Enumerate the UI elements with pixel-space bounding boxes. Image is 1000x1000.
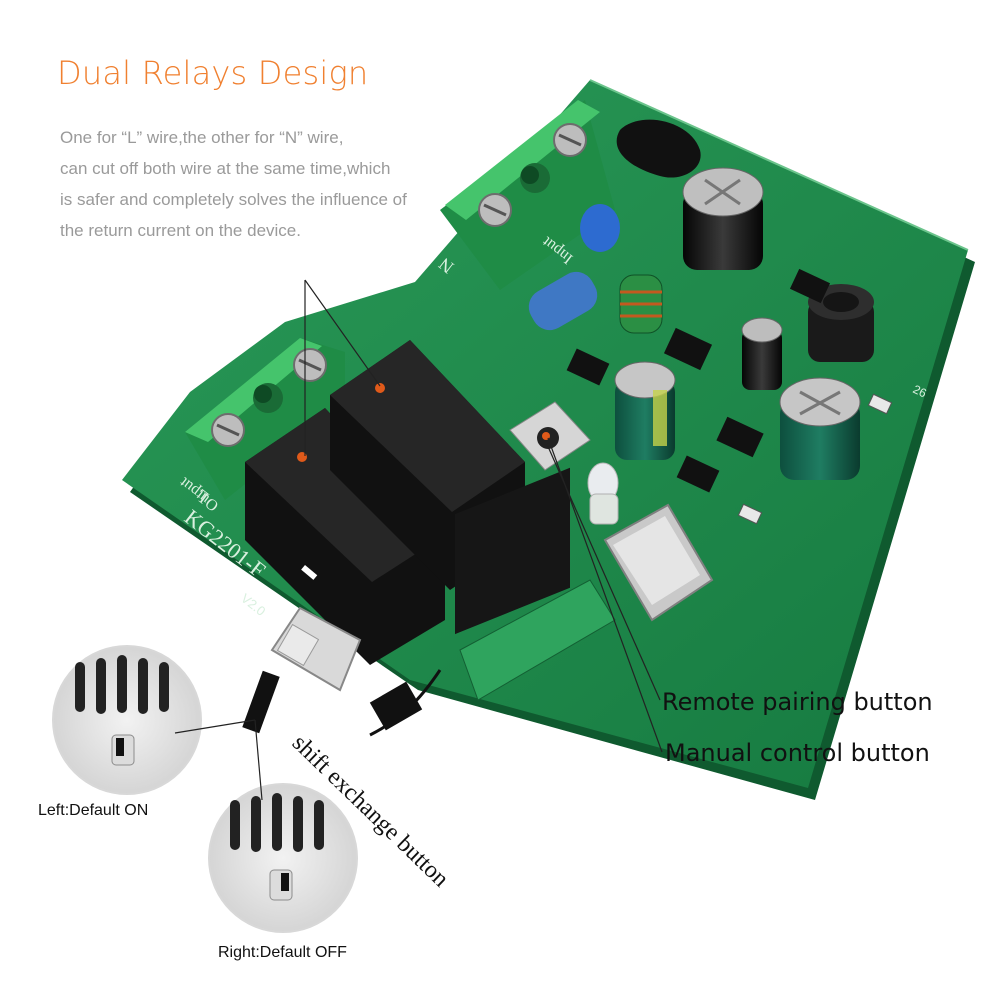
rf-module (459, 579, 616, 701)
inset-switch-left (52, 645, 202, 795)
remote-pairing-caption: Remote pairing button (662, 688, 933, 716)
terminal-block-n (440, 100, 615, 290)
resistor (528, 204, 620, 331)
heading: Dual Relays Design (57, 54, 369, 92)
inductor (616, 119, 701, 334)
capacitor (614, 361, 676, 460)
inset-switch-right (208, 783, 358, 933)
description-line: can cut off both wire at the same time,w… (60, 159, 391, 178)
manual-control-caption: Manual control button (665, 739, 930, 767)
description-line: the return current on the device. (60, 221, 301, 240)
leader-lines (174, 279, 663, 801)
crystal (603, 503, 714, 622)
silk-number: 26 (911, 382, 929, 400)
capacitor (741, 317, 783, 390)
right-switch-label: Right:Default OFF (218, 944, 347, 961)
capacitor (682, 167, 764, 270)
relay-l (245, 408, 445, 665)
left-switch-label: Left:Default ON (38, 802, 149, 819)
smd-component (369, 268, 893, 731)
description: One for “L” wire,the other for “N” wire,… (60, 122, 480, 246)
silk-version: V2.0 (238, 591, 268, 619)
led (587, 462, 619, 525)
description-line: is safer and completely solves the influ… (60, 190, 407, 209)
capacitor (779, 377, 861, 480)
slide-switch (242, 606, 362, 734)
description-line: One for “L” wire,the other for “N” wire, (60, 128, 344, 147)
